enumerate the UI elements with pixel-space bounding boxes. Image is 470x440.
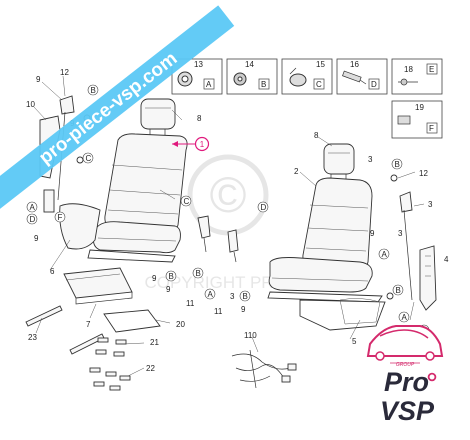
callout: 8 [197,114,202,123]
callout: C [184,197,190,206]
box-letter: E [429,65,434,74]
parts-box-19: 19 F [391,100,443,139]
sheet-part [103,309,161,333]
callout: B [395,160,400,169]
box-number: 15 [316,60,325,69]
callout: B [243,292,248,301]
highlight-callout-1: 1 [172,136,210,152]
callout: 3 [368,155,373,164]
buckles [197,215,239,263]
logo-group-text: GROUP [396,362,415,368]
small-parts [89,337,131,391]
logo-line1: Pro [384,367,429,397]
callout: 5 [352,337,357,346]
parts-box-15: 15 C [281,58,333,95]
callout: 110 [244,331,257,340]
box-letter: D [371,80,377,89]
callout: 2 [294,167,299,176]
callout: 12 [60,68,69,77]
callout: 3 [230,292,235,301]
callout: 11 [186,299,195,308]
wiring-harness [231,349,297,389]
box-number: 13 [194,60,203,69]
callout: C [86,154,92,163]
pro-vsp-logo: GROUP Pro VSP [366,325,444,426]
callout: 9 [36,75,41,84]
callout: 10 [26,100,35,109]
parts-box-16: 16 D [336,58,388,95]
box-number: 19 [415,103,424,112]
callout: A [382,250,388,259]
callout: B [91,86,96,95]
logo-line2: VSP [380,396,435,426]
callout: B [396,286,401,295]
callout: B [169,272,174,281]
watermark-symbol: © [210,167,247,223]
box-number: 16 [350,60,359,69]
box-letter: C [316,80,322,89]
callout: 7 [86,320,91,329]
highlight-callout-number: 1 [200,140,205,149]
box-letter: A [206,80,212,89]
callout: 8 [314,131,319,140]
callout: A [30,203,36,212]
callout: 9 [152,274,157,283]
callout: 6 [50,267,55,276]
callout: A [208,290,214,299]
callout: 9 [34,234,39,243]
leader-lines [33,75,425,377]
callout: 20 [176,320,185,329]
callout: 12 [419,169,428,178]
callout: 9 [370,229,375,238]
box-letter: B [261,80,266,89]
callout: 3 [398,229,403,238]
callout: 11 [214,307,223,316]
box-letter: F [429,124,434,133]
callout: D [30,215,36,224]
box-number: 14 [245,60,254,69]
callout: 9 [166,285,171,294]
right-seatbelt [386,174,437,311]
callout: 22 [146,364,155,373]
box-number: 18 [404,65,413,74]
callout-labels: 9 12 10 B 8 9 C A D F 9 C 6 9 B 9 B 11 A… [26,68,449,373]
callout: 23 [28,333,37,342]
callout: 3 [428,200,433,209]
parts-box-18: 18 E [391,58,443,95]
callout: 4 [444,255,449,264]
right-seat [267,143,386,331]
storage-tray [63,267,133,305]
left-seat [59,98,188,263]
callout: 9 [241,305,246,314]
callout: B [196,269,201,278]
callout: 21 [150,338,159,347]
parts-box-14: 14 B [226,58,278,95]
callout: F [58,213,63,222]
callout: D [261,203,267,212]
callout: A [402,313,408,322]
